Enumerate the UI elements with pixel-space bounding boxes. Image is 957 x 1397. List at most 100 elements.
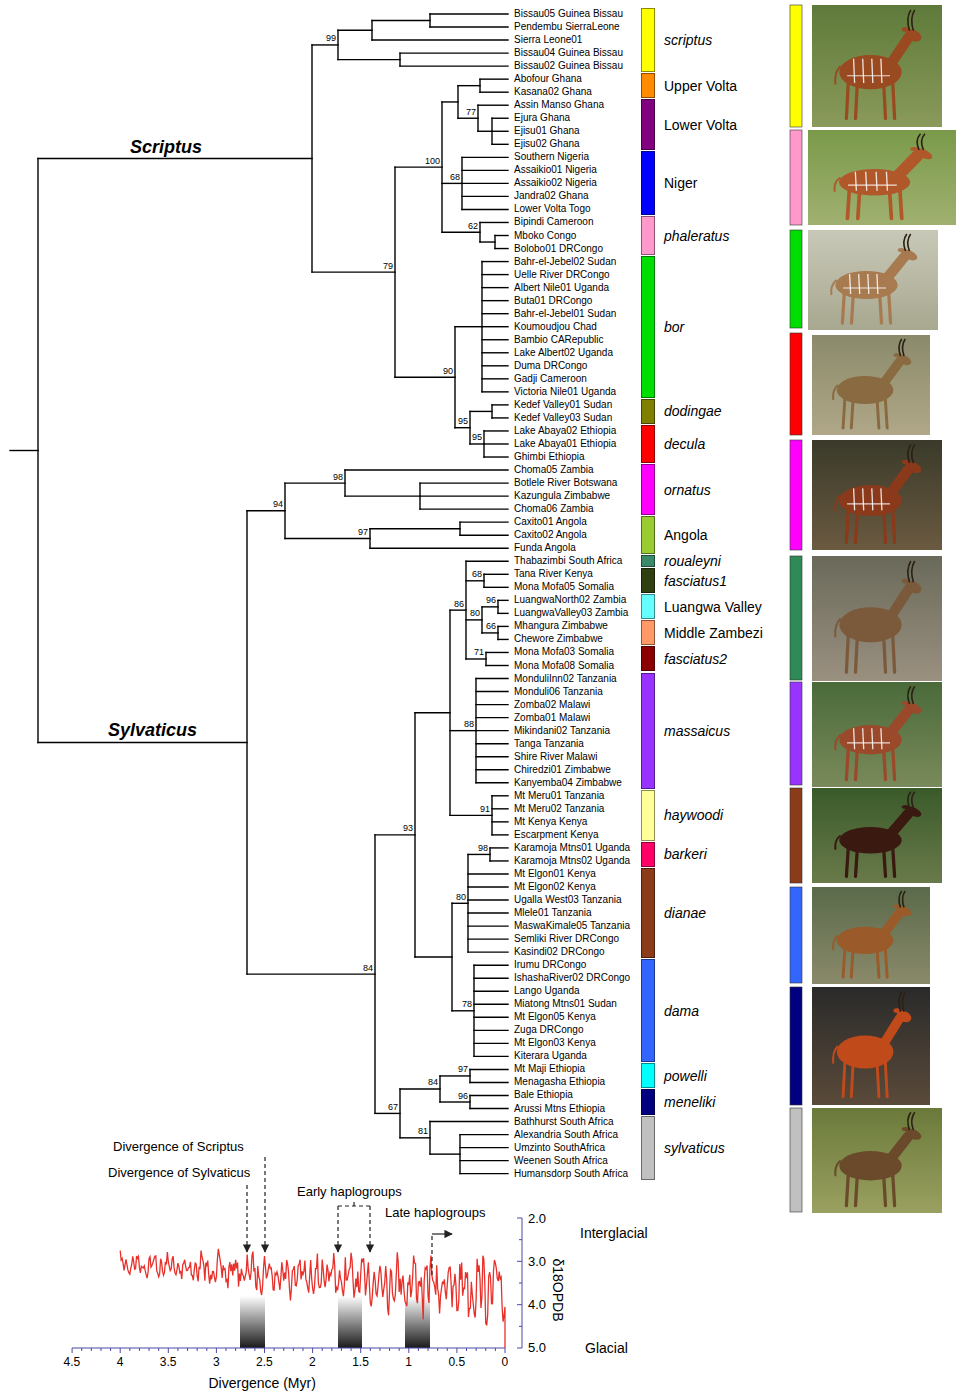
branch <box>474 1030 508 1031</box>
clade-name: Niger <box>664 176 697 190</box>
clade-name: ornatus <box>664 483 711 497</box>
branch <box>430 13 508 14</box>
branch <box>498 626 508 627</box>
taxon-label: Bolobo01 DRCongo <box>514 244 603 254</box>
animal-photo <box>808 230 938 330</box>
bootstrap-value: 98 <box>478 844 488 853</box>
taxon-label: Ghimbi Ethiopia <box>514 452 585 462</box>
branch <box>345 495 420 496</box>
bootstrap-value: 71 <box>474 648 484 657</box>
branch <box>482 339 508 340</box>
clade-bar <box>641 959 655 1062</box>
taxon-label: Kasana02 Ghana <box>514 87 592 97</box>
axis-tick-label: 0 <box>502 1356 509 1368</box>
clade-name: Middle Zambezi <box>664 626 763 640</box>
branch <box>492 808 508 809</box>
axis-note: Glacial <box>585 1341 628 1355</box>
clade-bar <box>641 1116 655 1180</box>
branch <box>458 85 480 86</box>
taxon-label: Botlele River Botswana <box>514 478 617 488</box>
branch <box>482 378 508 379</box>
bootstrap-value: 86 <box>454 600 464 609</box>
group-bar <box>790 130 802 225</box>
clade-bar <box>641 868 655 958</box>
bootstrap-value: 99 <box>326 34 336 43</box>
clade-bar <box>641 8 655 72</box>
clade-name: dianae <box>664 906 706 920</box>
taxon-label: Mt Elgon01 Kenya <box>514 869 596 879</box>
branch <box>466 580 484 581</box>
branch <box>495 248 508 249</box>
clade-name: Upper Volta <box>664 79 737 93</box>
branch <box>375 834 415 835</box>
group-bar <box>790 440 802 550</box>
taxon-label: Mt Meru02 Tanzania <box>514 804 604 814</box>
taxon-label: Bissau04 Guinea Bissau <box>514 48 623 58</box>
axis-tick-label: 4.0 <box>528 1298 546 1311</box>
branch <box>484 574 508 575</box>
branch <box>482 365 508 366</box>
branch <box>482 606 498 607</box>
branch <box>460 1173 508 1174</box>
group-bar <box>790 682 802 785</box>
clade-name: barkeri <box>664 847 707 861</box>
clade-name: decula <box>664 437 705 451</box>
taxon-label: Mt Elgon02 Kenya <box>514 882 596 892</box>
branch <box>285 538 370 539</box>
bootstrap-value: 78 <box>462 1000 472 1009</box>
taxon-label: Kazungula Zimbabwe <box>514 491 610 501</box>
branch <box>470 443 484 444</box>
branch <box>452 1010 474 1011</box>
taxon-label: Southern Nigeria <box>514 152 589 162</box>
clade-name: sylvaticus <box>664 1141 725 1155</box>
branch <box>482 352 508 353</box>
bootstrap-value: 68 <box>472 570 482 579</box>
branch <box>470 1095 508 1096</box>
taxon-label: Tana River Kenya <box>514 569 593 579</box>
branch <box>480 78 508 79</box>
animal-photo <box>808 130 956 225</box>
clade-bar <box>641 842 655 867</box>
taxon-label: Lake Abaya02 Ethiopia <box>514 426 616 436</box>
branch <box>430 26 508 27</box>
taxon-label: Assin Manso Ghana <box>514 100 604 110</box>
axis-title: δ18OPDB <box>550 1258 564 1321</box>
group-bar <box>790 788 802 883</box>
bootstrap-value: 66 <box>486 622 496 631</box>
branch <box>10 450 38 451</box>
bootstrap-value: 90 <box>443 367 453 376</box>
branch <box>400 52 508 53</box>
branch <box>478 131 492 132</box>
branch <box>480 222 508 223</box>
bootstrap-value: 84 <box>428 1078 438 1087</box>
clade-bar <box>641 673 655 789</box>
clade-bar <box>641 425 655 463</box>
branch <box>372 39 508 40</box>
taxon-label: Mt Elgon05 Kenya <box>514 1012 596 1022</box>
branch <box>480 241 495 242</box>
axis-tick-label: 2.5 <box>256 1356 273 1368</box>
branch <box>474 1017 508 1018</box>
branch <box>476 717 508 718</box>
branch <box>247 510 285 511</box>
branch <box>450 815 492 816</box>
animal-photo <box>812 440 942 550</box>
taxon-label: Ejura Ghana <box>514 113 570 123</box>
branch <box>498 639 508 640</box>
branch <box>492 795 508 796</box>
branch <box>400 1137 430 1138</box>
branch <box>486 652 508 653</box>
clade-bar <box>641 73 655 98</box>
taxon-label: Weenen South Africa <box>514 1156 608 1166</box>
branch <box>420 482 508 483</box>
bootstrap-value: 79 <box>383 262 393 271</box>
bootstrap-value: 97 <box>458 1065 468 1074</box>
branch <box>460 521 508 522</box>
branch <box>484 587 508 588</box>
branch <box>460 535 508 536</box>
branch <box>375 1113 400 1114</box>
axis-tick-label: 2 <box>309 1356 316 1368</box>
taxon-label: Karamoja Mtns01 Uganda <box>514 843 630 853</box>
taxon-label: Humansdorp South Africa <box>514 1169 628 1179</box>
clade-name: Angola <box>664 528 708 542</box>
